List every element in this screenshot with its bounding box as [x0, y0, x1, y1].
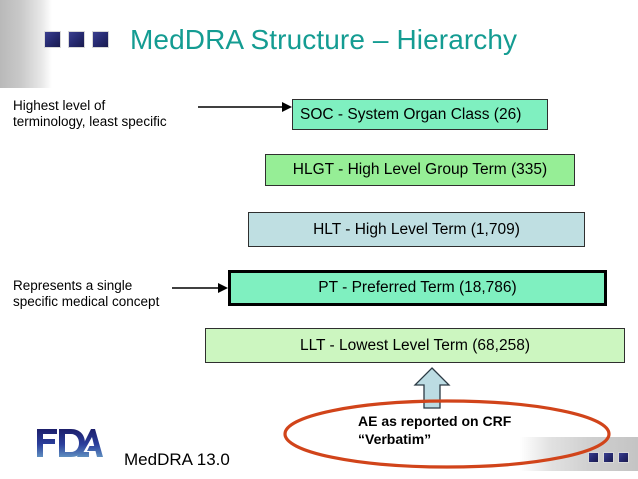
callout-text: AE as reported on CRF “Verbatim”	[358, 412, 578, 448]
hierarchy-box-hlgt[interactable]: HLGT - High Level Group Term (335)	[265, 154, 575, 186]
annotation-line: terminology, least specific	[13, 114, 167, 129]
up-arrow-icon	[413, 367, 451, 409]
annotation-line: Represents a single	[13, 278, 133, 293]
hierarchy-box-llt[interactable]: LLT - Lowest Level Term (68,258)	[205, 328, 625, 363]
annotation-highest-level: Highest level of terminology, least spec…	[13, 98, 203, 130]
top-left-gradient-band	[0, 0, 52, 88]
square-icon	[68, 31, 85, 48]
annotation-line: Highest level of	[13, 98, 106, 113]
hierarchy-box-soc[interactable]: SOC - System Organ Class (26)	[292, 99, 548, 130]
square-icon	[588, 452, 599, 463]
fda-logo-icon	[37, 429, 103, 457]
annotation-single-concept: Represents a single specific medical con…	[13, 278, 213, 310]
square-icon	[44, 31, 61, 48]
footer-decoration-squares	[588, 452, 629, 463]
square-icon	[618, 452, 629, 463]
hierarchy-box-pt[interactable]: PT - Preferred Term (18,786)	[228, 270, 607, 306]
arrow-to-soc-icon	[198, 102, 292, 112]
page-title: MedDRA Structure – Hierarchy	[130, 24, 518, 55]
square-icon	[92, 31, 109, 48]
square-icon	[603, 452, 614, 463]
arrow-to-pt-icon	[172, 283, 228, 293]
callout-ellipse-icon	[283, 399, 611, 469]
annotation-line: specific medical concept	[13, 294, 160, 309]
callout-line: AE as reported on CRF	[358, 413, 512, 429]
footer-version-label: MedDRA 13.0	[124, 450, 230, 469]
title-decoration-squares	[44, 31, 109, 48]
callout-line: “Verbatim”	[358, 431, 432, 447]
hierarchy-box-hlt[interactable]: HLT - High Level Term (1,709)	[248, 212, 585, 247]
